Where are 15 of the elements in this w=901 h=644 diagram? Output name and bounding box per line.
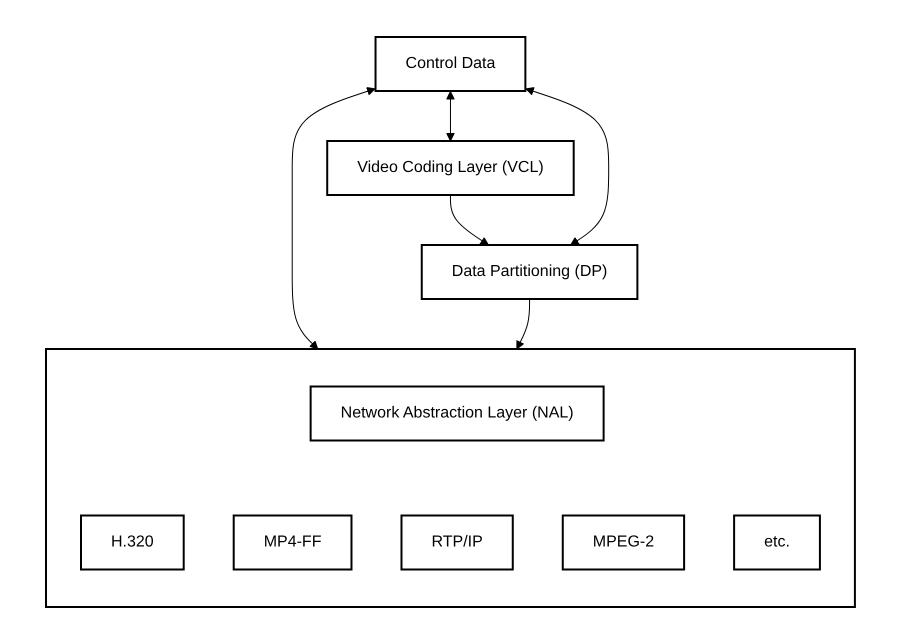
node-box: Control Data <box>374 36 526 92</box>
arrow <box>446 91 455 142</box>
node-box: MP4-FF <box>232 514 353 570</box>
node-box: Video Coding Layer (VCL) <box>326 140 575 196</box>
node-box: H.320 <box>80 514 185 570</box>
arrow <box>292 87 376 350</box>
arrow <box>450 194 489 246</box>
arrow <box>525 87 610 246</box>
cluster <box>45 348 856 608</box>
node-box: Network Abstraction Layer (NAL) <box>310 386 605 442</box>
node-box: Data Partitioning (DP) <box>420 244 638 300</box>
node-box: MPEG-2 <box>562 514 686 570</box>
arrow <box>516 298 530 350</box>
node-box: etc. <box>733 514 821 570</box>
node-box: RTP/IP <box>400 514 514 570</box>
